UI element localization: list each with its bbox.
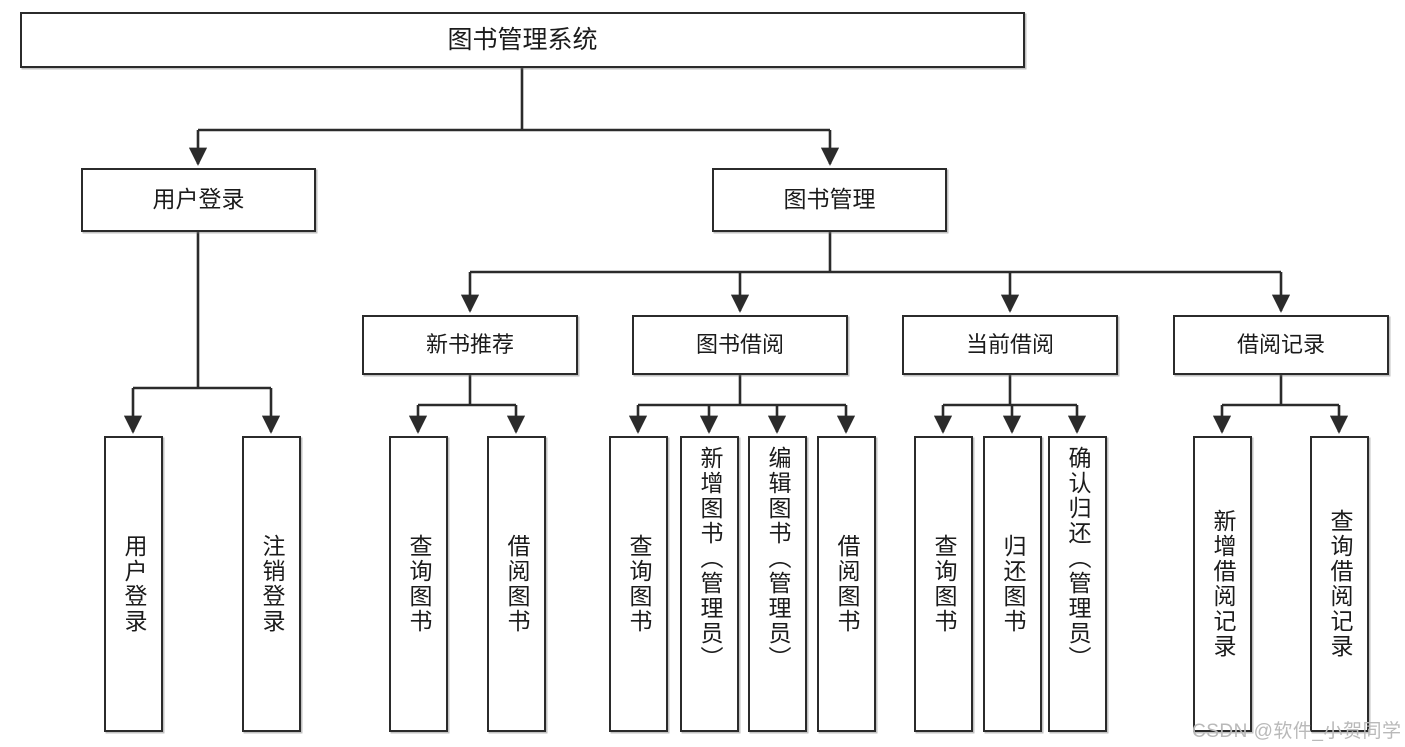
leaf-book-borrow-borrow-book[interactable]: 借阅图书: [817, 436, 876, 732]
node-label: 新增借阅记录: [1210, 509, 1236, 659]
node-label: 编辑图书（管理员）: [765, 446, 791, 671]
leaf-new-book-borrow-book[interactable]: 借阅图书: [487, 436, 546, 732]
leaf-borrow-record-add-record[interactable]: 新增借阅记录: [1193, 436, 1252, 732]
csdn-watermark: CSDN @软件_小贺同学: [1192, 721, 1402, 742]
leaf-book-borrow-query-book[interactable]: 查询图书: [609, 436, 668, 732]
leaf-current-borrow-query-book[interactable]: 查询图书: [914, 436, 973, 732]
leaf-book-borrow-add-book[interactable]: 新增图书（管理员）: [680, 436, 739, 732]
leaf-book-borrow-edit-book[interactable]: 编辑图书（管理员）: [748, 436, 807, 732]
node-label: 当前借阅: [965, 331, 1054, 357]
node-label: 归还图书: [1000, 534, 1026, 634]
node-root-book-management-system[interactable]: 图书管理系统: [20, 12, 1025, 68]
leaf-current-borrow-confirm-return[interactable]: 确认归还（管理员）: [1048, 436, 1107, 732]
node-label: 借阅图书: [834, 534, 860, 634]
node-label: 注销登录: [259, 534, 285, 634]
node-borrow-record[interactable]: 借阅记录: [1173, 315, 1389, 375]
node-label: 新增图书（管理员）: [697, 446, 723, 671]
node-label: 用户登录: [152, 186, 245, 213]
node-label: 查询借阅记录: [1327, 509, 1353, 659]
node-label: 查询图书: [406, 534, 432, 634]
leaf-user-login-login[interactable]: 用户登录: [104, 436, 163, 732]
node-label: 用户登录: [121, 534, 147, 634]
node-label: 查询图书: [626, 534, 652, 634]
node-label: 借阅图书: [504, 534, 530, 634]
node-label: 图书管理: [783, 186, 876, 213]
node-label: 图书管理系统: [447, 26, 598, 54]
node-label: 借阅记录: [1236, 331, 1325, 357]
leaf-borrow-record-query-record[interactable]: 查询借阅记录: [1310, 436, 1369, 732]
node-current-borrow[interactable]: 当前借阅: [902, 315, 1118, 375]
node-user-login[interactable]: 用户登录: [81, 168, 316, 232]
node-label: 图书借阅: [695, 331, 784, 357]
leaf-user-login-logout[interactable]: 注销登录: [242, 436, 301, 732]
node-label: 查询图书: [931, 534, 957, 634]
leaf-new-book-query-book[interactable]: 查询图书: [389, 436, 448, 732]
node-label: 确认归还（管理员）: [1065, 446, 1091, 671]
node-label: 新书推荐: [425, 331, 514, 357]
leaf-current-borrow-return-book[interactable]: 归还图书: [983, 436, 1042, 732]
node-new-book-recommend[interactable]: 新书推荐: [362, 315, 578, 375]
node-book-borrow[interactable]: 图书借阅: [632, 315, 848, 375]
node-book-management[interactable]: 图书管理: [712, 168, 947, 232]
